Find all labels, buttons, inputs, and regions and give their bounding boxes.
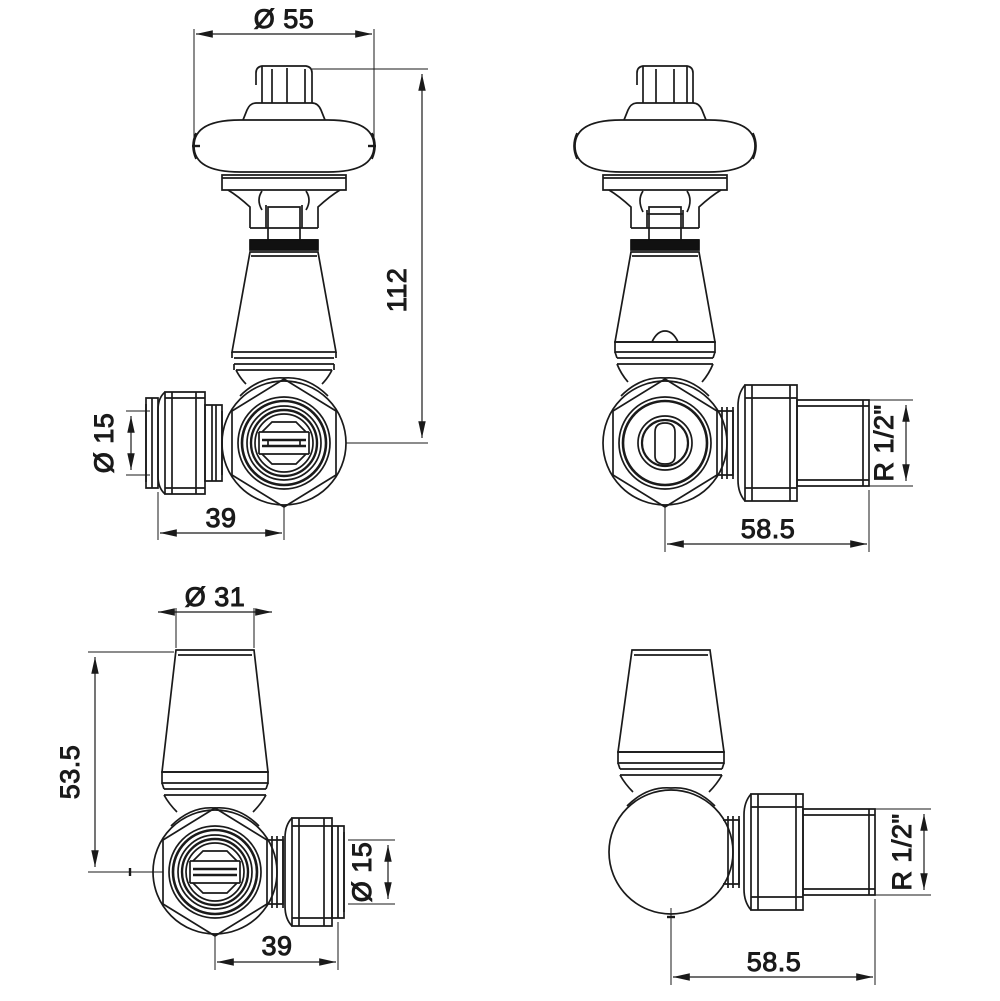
dimension-group-top-left xyxy=(126,29,428,540)
dimension-label-535: 53.5 xyxy=(55,745,85,800)
dimension-label-585-bottom-right: 58.5 xyxy=(747,947,802,977)
dimension-group-top-right xyxy=(664,399,913,552)
view-top-left: Ø 55 112 Ø 15 39 xyxy=(89,4,428,540)
dimension-label-39-top-left: 39 xyxy=(205,503,236,533)
valve-body-bottom-left xyxy=(118,649,345,937)
view-bottom-right: R 1/2" 58.5 xyxy=(608,649,931,985)
valve-body-top-right xyxy=(573,65,870,508)
dimension-label-dia15-bottom-left: Ø 15 xyxy=(347,842,377,903)
dimension-label-39-bottom-left: 39 xyxy=(261,931,292,961)
dimension-label-dia55: Ø 55 xyxy=(254,4,315,34)
dimension-label-r12-bottom-right: R 1/2" xyxy=(887,813,917,890)
dimension-group-bottom-left xyxy=(88,608,395,970)
dimension-label-dia15-top-left: Ø 15 xyxy=(89,413,119,474)
view-top-right: R 1/2" 58.5 xyxy=(573,65,913,552)
dimension-label-112: 112 xyxy=(382,268,412,313)
dimension-group-bottom-right xyxy=(670,808,931,985)
dimension-label-585-top-right: 58.5 xyxy=(741,514,796,544)
valve-body-bottom-right xyxy=(608,649,876,938)
valve-body-top-left xyxy=(145,65,376,508)
dimension-label-r12-top-right: R 1/2" xyxy=(869,404,899,481)
view-bottom-left: Ø 31 53.5 Ø 15 39 xyxy=(55,582,395,970)
dimension-label-dia31: Ø 31 xyxy=(185,582,246,612)
